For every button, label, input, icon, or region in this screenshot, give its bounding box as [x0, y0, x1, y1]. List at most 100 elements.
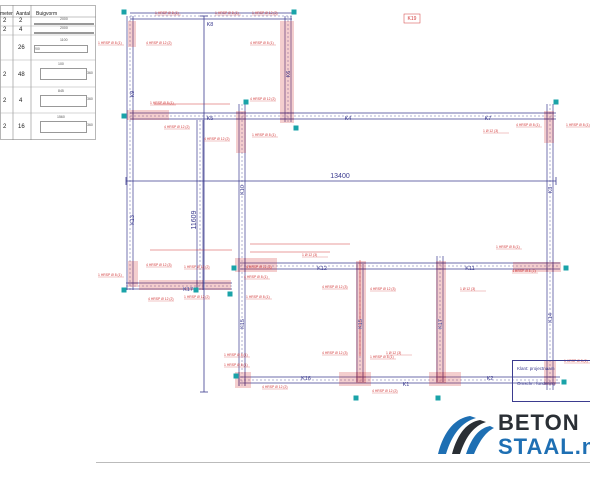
- column-marker: [121, 287, 127, 293]
- column-marker: [121, 113, 127, 119]
- rebar-label: 1 HRSP Ø 8 (1): [564, 359, 588, 363]
- tag-k19: K19: [408, 16, 417, 22]
- rebar-label: 4 HRSP Ø 12 (2): [148, 297, 174, 301]
- column-marker: [193, 287, 199, 293]
- tag-k19-box: [403, 13, 421, 24]
- rebar-label: 1 Ø 12 (3): [483, 129, 498, 133]
- rebar-label: 1 Ø 12 (3): [460, 287, 475, 291]
- table-row: 2: [3, 27, 7, 33]
- rebar-label: 1 HRSP Ø 8 (1): [215, 11, 239, 15]
- rebar-label: 1 Ø 12 (3): [302, 253, 317, 257]
- rebar-label: 1 HRSP Ø 8 (1): [252, 133, 276, 137]
- title-line-2: Omschr.: fundering: [517, 381, 556, 386]
- rebar-labels: 1 HRSP Ø 8 (1) 1 HRSP Ø 8 (1) 1 HRSP Ø 8 (…: [98, 11, 590, 394]
- bend-shape: [40, 121, 87, 133]
- rebar-label: 4 HRSP Ø 8 (1): [244, 275, 268, 279]
- beam-label: K13: [130, 215, 136, 225]
- rebar-label: 4 HRSP Ø 8 (1): [512, 269, 536, 273]
- rebar-label: 4 HRSP Ø 12 (2): [262, 385, 288, 389]
- title-block: Klant: projectnaam Omschr.: fundering: [512, 360, 590, 402]
- header-aantal: Aantal: [16, 11, 31, 17]
- beam-label: K3: [548, 187, 554, 194]
- table-row: 1560: [57, 115, 65, 119]
- table-row: 360: [87, 123, 93, 127]
- table-row: 360: [87, 71, 93, 75]
- logo-text-beton: BETON: [498, 410, 580, 435]
- beam-lines: [126, 12, 560, 390]
- table-row: 2000: [60, 17, 68, 21]
- beam-label: K7: [485, 116, 492, 122]
- table-row: 2: [3, 18, 7, 24]
- beam-label: K12: [317, 266, 327, 272]
- rebar-label: 4 HRSP Ø 12 (3): [146, 263, 172, 267]
- table-row: 4: [19, 98, 23, 104]
- table-row: 16: [18, 124, 25, 130]
- table-row: 2000: [60, 26, 68, 30]
- column-markers: [121, 9, 569, 401]
- rebar-label: 4 HRSP Ø 8 (1): [516, 123, 540, 127]
- bending-schedule-table: meter Aantal Buigvorm 2 2 2000 2 4 2000 …: [0, 5, 96, 140]
- logo-text-staal: STAAL.nl: [498, 434, 590, 459]
- beam-label: K17: [438, 319, 444, 329]
- rebar-label: 4 HRSP Ø 8 (1): [250, 41, 274, 45]
- rebar-label: 1 HRSP Ø 8 (1): [98, 41, 122, 45]
- column-marker: [553, 99, 559, 105]
- beam-label: K11: [465, 266, 474, 272]
- beam-label: K15: [358, 319, 364, 329]
- beam-label: K6: [286, 71, 292, 78]
- bend-shape: [40, 68, 87, 80]
- column-marker: [291, 9, 297, 15]
- table-row: 100: [58, 62, 64, 66]
- column-marker: [243, 99, 249, 105]
- table-row: 1100: [60, 38, 68, 42]
- table-row: 360: [87, 97, 93, 101]
- column-marker: [353, 395, 359, 401]
- table-row: 845: [58, 89, 64, 93]
- rebar-label: 1 HRSP Ø 8 (1): [566, 123, 590, 127]
- betonstaal-logo: BETON STAAL.nl: [430, 404, 590, 462]
- column-marker: [233, 373, 239, 379]
- rebar-label: 1 HRSP Ø 12 (2): [184, 295, 210, 299]
- beam-label: K8: [207, 22, 214, 28]
- rebar-label: 1 HRSP Ø 8 (1): [370, 355, 394, 359]
- title-line-1: Klant: projectnaam: [517, 366, 555, 371]
- rebar-label: 4 HRSP Ø 12 (3): [322, 351, 348, 355]
- rebar-label: 1 HRSP Ø 12 (2): [184, 265, 210, 269]
- header-meter: meter: [0, 11, 13, 17]
- rebar-label: 4 HRSP Ø 12 (2): [372, 389, 398, 393]
- beam-label: K1: [403, 382, 410, 388]
- rebar-label: 4 HRSP Ø 12 (2): [250, 97, 276, 101]
- rebar-label: 1 HRSP Ø 8 (1): [224, 363, 248, 367]
- rebar-label: 4 HRSP Ø 12 (2): [246, 265, 272, 269]
- column-marker: [561, 379, 567, 385]
- rebar-label: 1 HRSP Ø 8 (1): [98, 273, 122, 277]
- rebar-label: 4 HRSP Ø 12 (2): [204, 137, 230, 141]
- rebar-label: 4 HRSP Ø 12 (2): [164, 125, 190, 129]
- rebar-bars-icon: [438, 416, 494, 454]
- table-row: 26: [18, 45, 25, 51]
- beam-label: K17: [183, 287, 193, 293]
- rebar-hatching: [127, 21, 561, 388]
- table-row: 4: [19, 27, 23, 33]
- bend-shape: [40, 95, 87, 107]
- table-row: 2: [3, 124, 7, 130]
- beam-label: K14: [548, 313, 554, 323]
- column-marker: [231, 265, 237, 271]
- beam-label: K15: [240, 319, 246, 329]
- beam-label: K9: [130, 91, 136, 98]
- rebar-label: 1 HRSP Ø 8 (1): [496, 245, 520, 249]
- rebar-label: 1 HRSP Ø 12 (2): [252, 11, 278, 15]
- rebar-label: 1 HRSP Ø 8 (1): [150, 101, 174, 105]
- dimension-label-width: 13400: [330, 173, 350, 180]
- beam-label: K16: [301, 376, 311, 382]
- table-row: 48: [18, 72, 25, 78]
- bend-shape: [34, 45, 88, 53]
- dimension-label-height: 11609: [191, 210, 198, 229]
- bend-shape: [34, 32, 94, 34]
- table-row: 2: [3, 72, 7, 78]
- rebar-label: 1 HRSP Ø 8 (1): [155, 11, 179, 15]
- dimension-lines: 13400 11609: [125, 15, 557, 393]
- column-marker: [293, 125, 299, 131]
